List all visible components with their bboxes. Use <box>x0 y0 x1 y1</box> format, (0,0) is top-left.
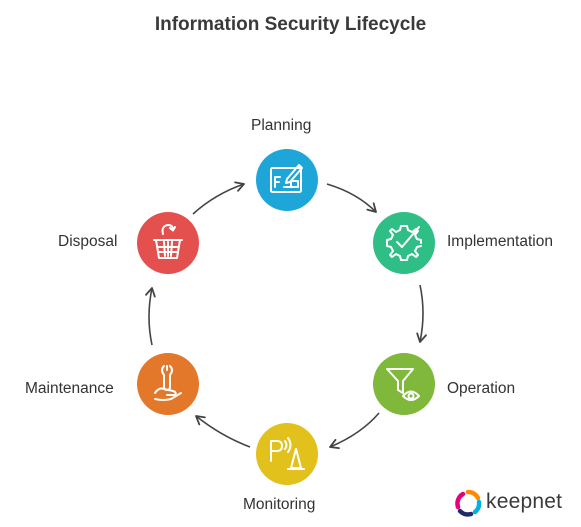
stage-label-disposal: Disposal <box>58 233 118 250</box>
signal-cone-icon <box>270 437 305 470</box>
keepnet-logo-text: keepnet <box>486 490 563 513</box>
arrow-disposal-to-planning <box>192 181 245 215</box>
diagram-title: Information Security Lifecycle <box>154 14 427 35</box>
stage-label-implementation: Implementation <box>447 233 553 250</box>
stage-disposal <box>137 212 199 274</box>
arrow-maintenance-to-disposal <box>145 287 156 346</box>
stage-operation <box>373 353 435 415</box>
funnel-eye-icon <box>386 368 420 401</box>
stage-label-maintenance: Maintenance <box>25 380 114 397</box>
stage-planning <box>256 149 318 211</box>
stage-implementation <box>373 212 435 274</box>
hand-wrench-icon <box>154 365 182 401</box>
stage-maintenance <box>137 353 199 415</box>
keepnet-logo-icon <box>455 489 482 517</box>
stage-monitoring-circle <box>256 423 318 485</box>
stage-implementation-circle <box>373 212 435 274</box>
recycle-basket-icon <box>153 224 183 259</box>
arrow-planning-to-implementation <box>326 183 377 213</box>
stage-label-planning: Planning <box>251 117 312 134</box>
blueprint-pencil-icon <box>270 164 303 193</box>
arrow-operation-to-monitoring <box>329 412 380 449</box>
arrow-implementation-to-operation <box>416 284 427 343</box>
stage-label-operation: Operation <box>447 380 516 397</box>
arrow-monitoring-to-maintenance <box>195 415 251 448</box>
stage-monitoring <box>256 423 318 485</box>
stage-label-monitoring: Monitoring <box>243 496 316 513</box>
gear-check-icon <box>386 225 422 261</box>
stage-maintenance-circle <box>137 353 199 415</box>
